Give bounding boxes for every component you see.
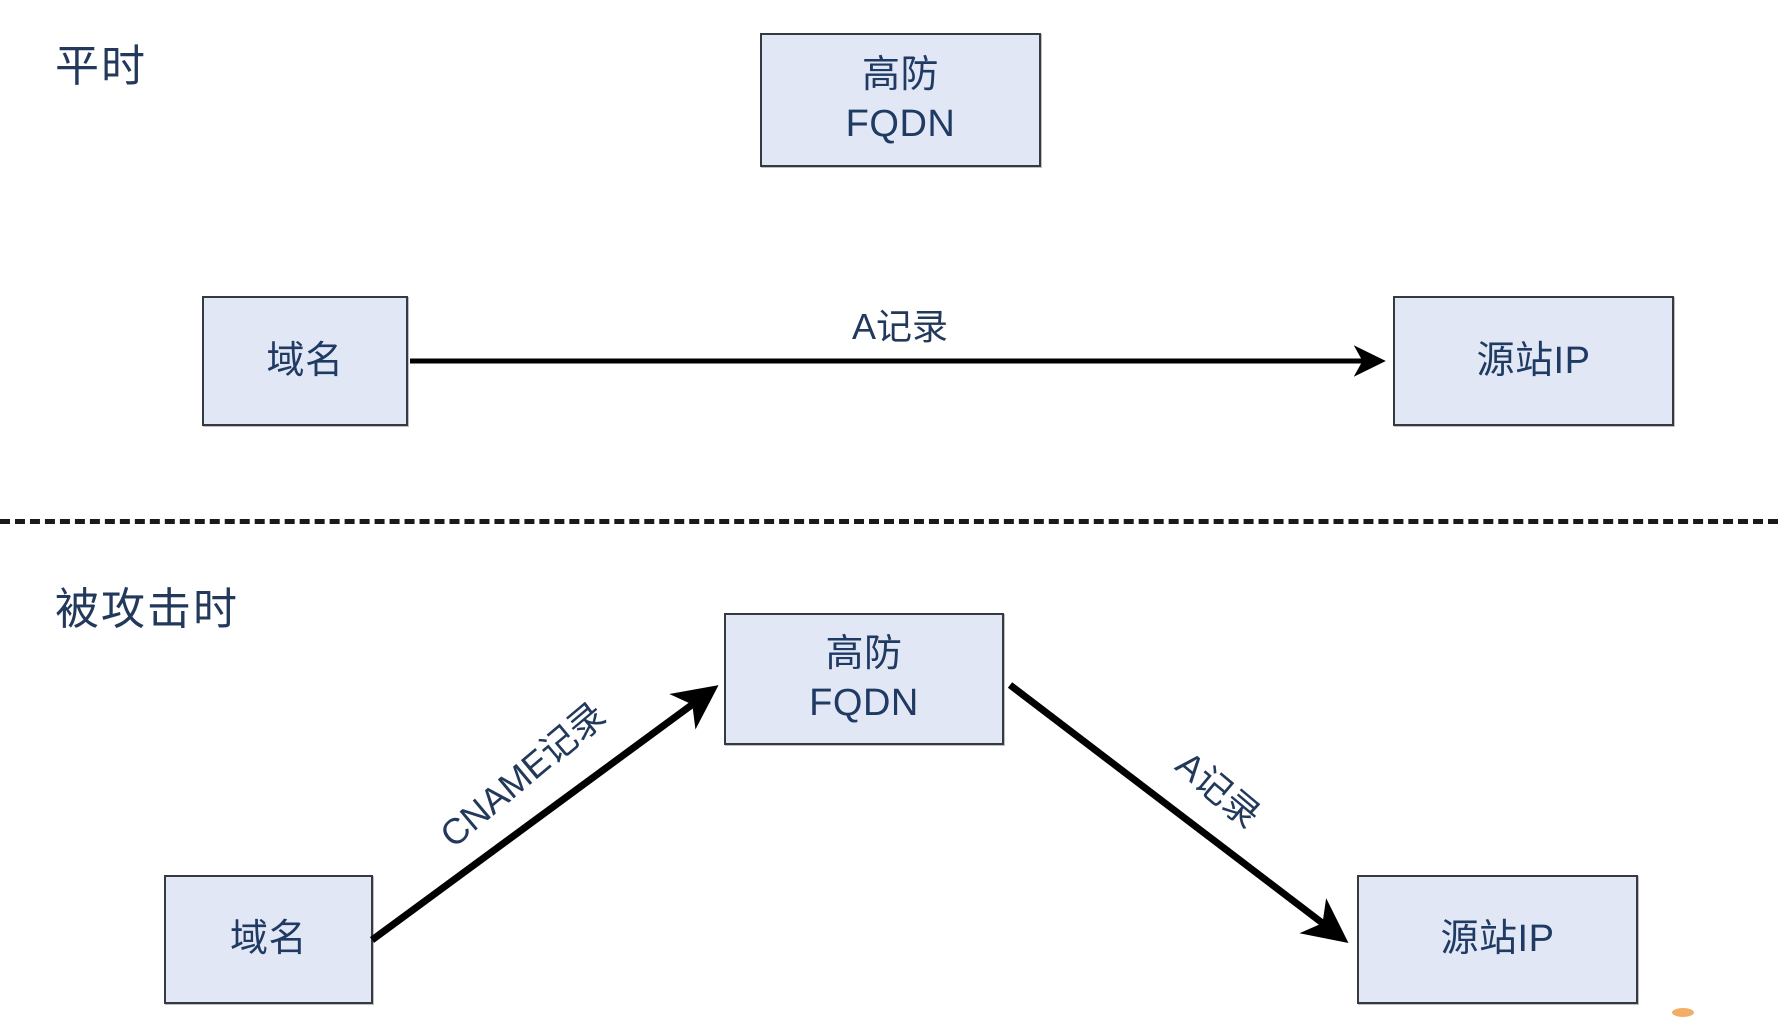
node-attacked-origin-ip[interactable]: 源站IP — [1357, 875, 1638, 1004]
node-label-line2: FQDN — [809, 682, 919, 724]
node-label-line2: FQDN — [845, 103, 956, 145]
node-attacked-gaofang-fqdn[interactable]: 高防 FQDN — [724, 613, 1004, 745]
section-label-normal: 平时 — [55, 42, 147, 91]
edge-label-normal-a-record: A记录 — [851, 306, 949, 347]
node-attacked-domain[interactable]: 域名 — [164, 875, 373, 1004]
edge-label-attacked-a-record: A记录 — [1168, 743, 1269, 837]
node-label-line1: 源站IP — [1440, 918, 1555, 961]
arrow-attacked-a-record — [1007, 682, 1349, 943]
node-label-line1: 高防 — [861, 54, 939, 97]
node-normal-origin-ip[interactable]: 源站IP — [1393, 296, 1674, 426]
node-label-line1: 域名 — [229, 918, 307, 961]
node-label-line1: 域名 — [266, 339, 344, 382]
arrow-attacked-cname-record — [369, 685, 719, 943]
edge-label-attacked-cname-record: CNAME记录 — [432, 693, 614, 856]
page-corner-artifact — [1672, 1008, 1694, 1017]
node-normal-domain[interactable]: 域名 — [202, 296, 408, 426]
node-label-line1: 源站IP — [1476, 339, 1591, 382]
section-label-attacked: 被攻击时 — [55, 585, 239, 634]
node-normal-gaofang-fqdn[interactable]: 高防 FQDN — [760, 33, 1041, 167]
section-divider — [0, 519, 1778, 524]
node-label-line1: 高防 — [825, 633, 903, 676]
